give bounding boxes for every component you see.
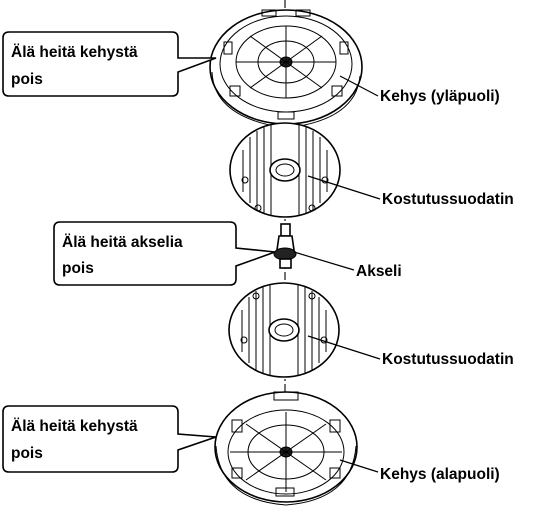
callout-bottom-line1: Älä heitä kehystä [11, 418, 138, 435]
filter-upper-part [229, 122, 341, 218]
callout-middle-line2: pois [62, 260, 94, 277]
callout-middle-line1: Älä heitä akselia [62, 234, 183, 251]
leader-axle [293, 251, 355, 271]
label-axle: Akseli [356, 263, 402, 280]
callout-keep-frame-top: Älä heitä kehystä pois [2, 31, 217, 97]
label-filter-upper: Kostutussuodatin [382, 191, 514, 208]
leader-filter-upper [307, 175, 381, 200]
callout-keep-frame-bottom: Älä heitä kehystä pois [2, 405, 217, 473]
axle-part [273, 223, 297, 269]
label-frame-bottom: Kehys (alapuoli) [380, 466, 500, 483]
frame-bottom-part [214, 391, 358, 506]
frame-top-part [209, 9, 363, 129]
filter-lower-part [228, 282, 340, 378]
callout-top-line1: Älä heitä kehystä [11, 44, 138, 61]
leader-filter-lower [307, 335, 381, 360]
label-frame-top: Kehys (yläpuoli) [380, 88, 500, 105]
callout-keep-axle: Älä heitä akselia pois [53, 221, 276, 286]
label-filter-lower: Kostutussuodatin [382, 351, 514, 368]
leader-frame-top [339, 75, 379, 97]
callout-bottom-line2: pois [11, 445, 43, 462]
leader-frame-bottom [339, 459, 379, 473]
callout-top-line2: pois [11, 71, 43, 88]
